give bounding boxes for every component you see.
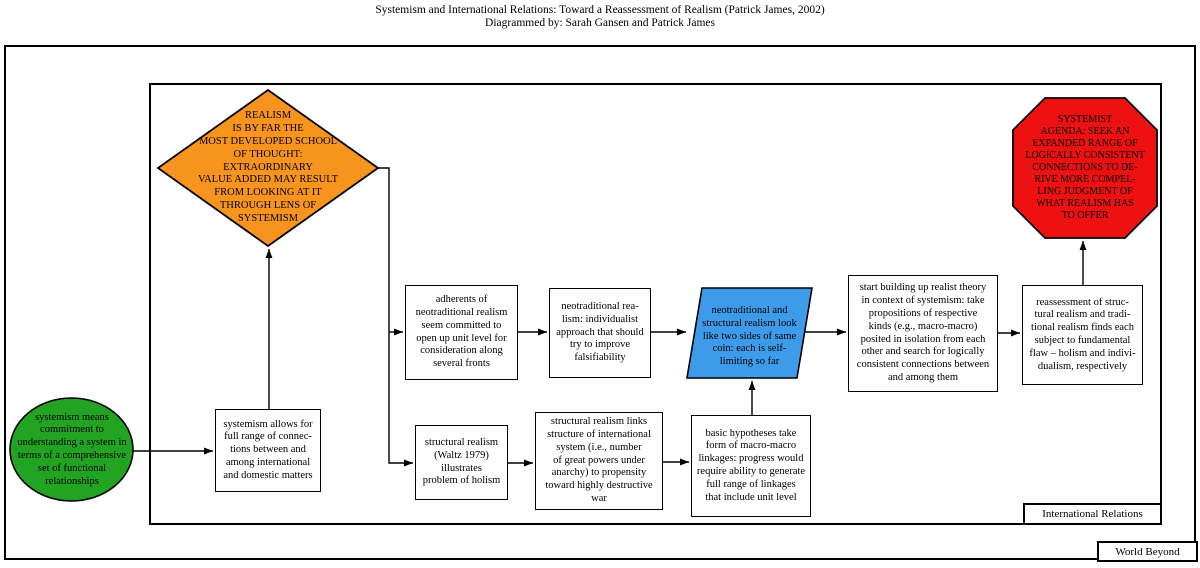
systemist-agenda-octagon-text: SYSTEMIST AGENDA: SEEK AN EXPANDED RANGE… — [1025, 114, 1145, 221]
realism-diamond-text: REALISM IS BY FAR THE MOST DEVELOPED SCH… — [197, 110, 339, 224]
diagram-title: Systemism and International Relations: T… — [0, 4, 1200, 30]
two-sides-parallelogram-text: neotraditional and structural realism lo… — [702, 305, 797, 368]
basic-hypotheses-box: basic hypotheses take form of macro-macr… — [691, 415, 811, 517]
title-line1: Systemism and International Relations: T… — [375, 4, 825, 16]
systemism-ellipse-text: systemism means commitment to understand… — [17, 411, 127, 487]
start-building-box: start building up realist theory in cont… — [848, 275, 998, 392]
international-relations-region — [149, 83, 1162, 525]
reassessment-box: reassessment of struc- tural realism and… — [1022, 285, 1143, 385]
title-line2: Diagrammed by: Sarah Gansen and Patrick … — [485, 17, 715, 29]
international-relations-label: International Relations — [1023, 503, 1162, 525]
world-beyond-label: World Beyond — [1097, 541, 1198, 562]
world-beyond-region — [4, 45, 1196, 560]
neotraditional-box: neotraditional rea- lism: individualist … — [549, 288, 651, 378]
systemism-allows-box: systemism allows for full range of conne… — [215, 409, 321, 492]
waltz-box: structural realism (Waltz 1979) illustra… — [415, 425, 508, 500]
structural-links-box: structural realism links structure of in… — [535, 412, 663, 510]
adherents-box: adherents of neotraditional realism seem… — [405, 285, 518, 380]
